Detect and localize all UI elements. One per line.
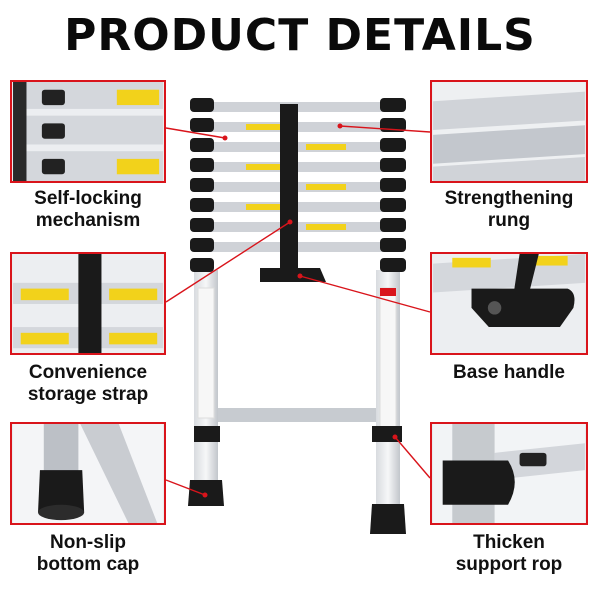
page-title: PRODUCT DETAILS — [64, 10, 536, 61]
base-handle — [260, 268, 326, 282]
storage-strap-detail-image — [13, 254, 163, 353]
non-slip-cap-label: Non-slip bottom cap — [36, 532, 140, 575]
telescopic-ladder-illustration — [176, 92, 428, 544]
support-rop-detail-panel — [430, 422, 588, 525]
support-rop-label: Thicken support rop — [455, 532, 563, 575]
base-handle-detail-image — [433, 254, 585, 353]
ladder-drawing — [188, 98, 406, 534]
self-locking-label: Self-locking mechanism — [34, 188, 142, 231]
base-handle-detail-panel — [430, 252, 588, 355]
self-locking-detail-image — [13, 82, 163, 181]
strengthening-rung-detail-panel — [430, 80, 588, 183]
storage-strap-detail-panel — [10, 252, 166, 355]
base-handle-label: Base handle — [453, 362, 565, 383]
storage-strap-label: Convenience storage strap — [27, 362, 149, 405]
storage-strap — [280, 104, 298, 272]
support-rop-detail-image — [433, 424, 585, 523]
non-slip-cap-detail-panel — [10, 422, 166, 525]
strengthening-rung-label: Strengthening rung — [444, 188, 574, 231]
strengthening-rung-detail-image — [433, 82, 585, 181]
right-joint-caps — [380, 98, 406, 272]
self-locking-detail-panel — [10, 80, 166, 183]
non-slip-cap-detail-image — [13, 424, 163, 523]
left-joint-caps — [190, 98, 214, 272]
